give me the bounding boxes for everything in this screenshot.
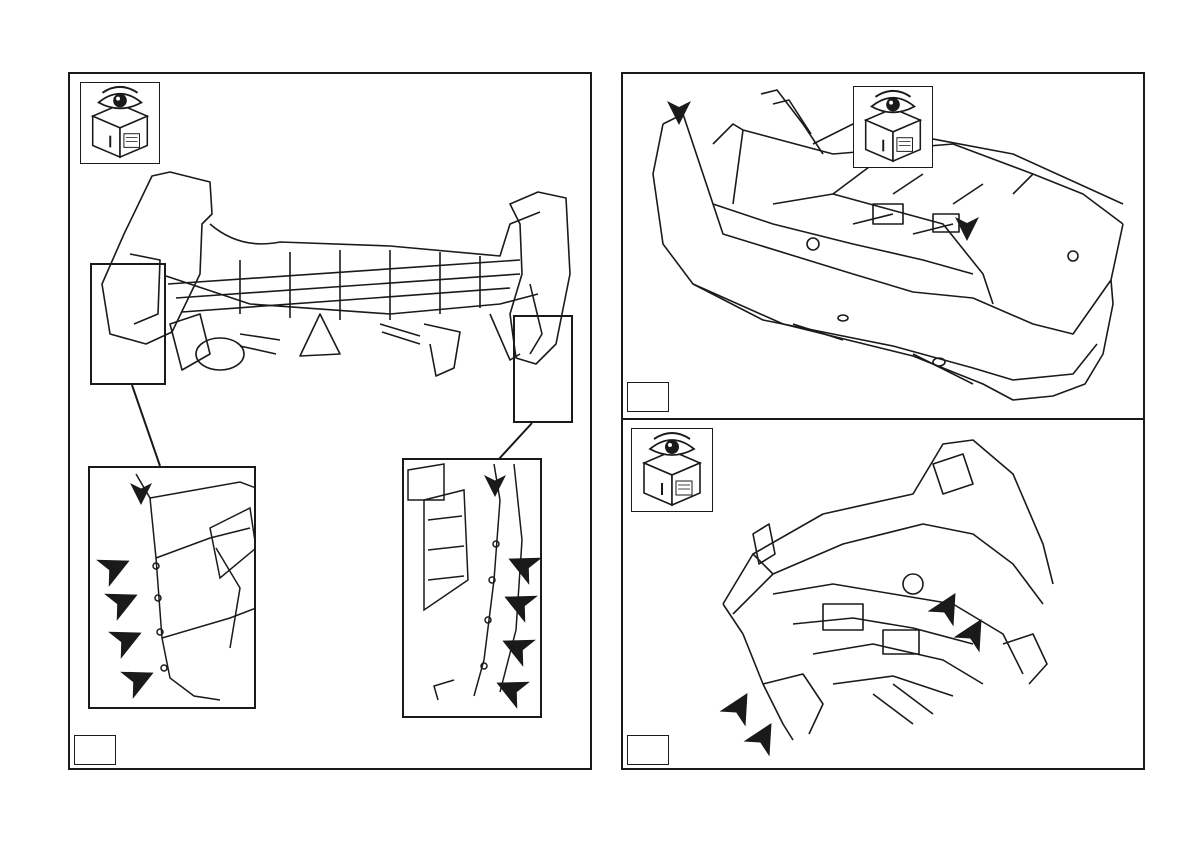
panel-divider — [623, 418, 1143, 420]
arrow-icon — [102, 586, 146, 616]
arrow-icon — [130, 474, 152, 514]
arrow-icon — [106, 624, 150, 654]
right-illustration-panel — [621, 72, 1145, 770]
arrow-icon — [494, 632, 538, 662]
arrow-icon — [484, 466, 506, 506]
arrow-icon — [667, 90, 691, 136]
step-number-box — [627, 382, 669, 412]
arrow-icon — [749, 718, 779, 754]
arrow-icon — [959, 614, 989, 650]
inspect-eye-icon — [853, 86, 933, 168]
step-number-box — [74, 735, 116, 765]
step-number-box — [627, 735, 669, 765]
arrow-icon — [500, 550, 542, 580]
arrow-icon — [496, 588, 540, 618]
arrow-icon — [488, 674, 532, 704]
left-corner-detail — [88, 466, 256, 709]
arrow-icon — [118, 664, 162, 694]
bumper-underside-drawing — [713, 434, 1053, 744]
right-corner-detail — [402, 458, 542, 718]
arrow-icon — [955, 206, 979, 252]
arrow-icon — [94, 552, 138, 582]
left-illustration-panel — [68, 72, 592, 770]
inspect-eye-icon — [631, 428, 713, 512]
